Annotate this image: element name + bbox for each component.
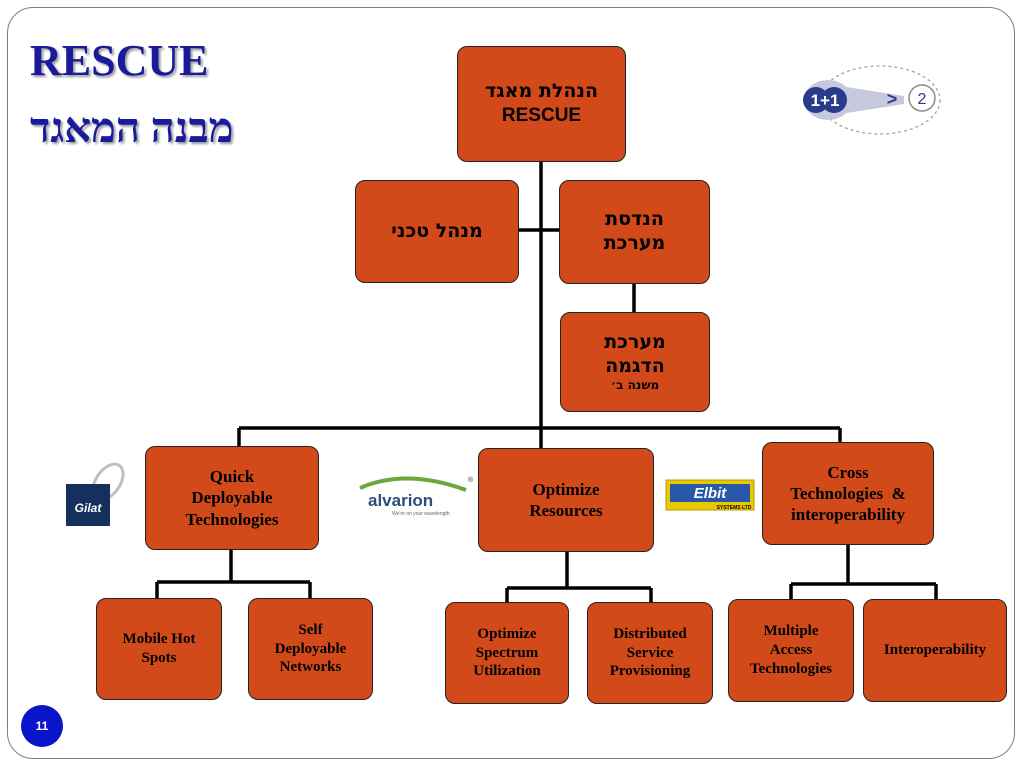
branch-label-line: Optimize — [532, 479, 600, 499]
slide-title: RESCUE — [30, 36, 209, 85]
branch-cross-technologies-box: Cross Technologies & interoperability — [762, 442, 934, 545]
leaf-label-line: Utilization — [473, 663, 541, 680]
leaf-label-line: Self — [298, 621, 323, 638]
demo-system-line1: מערכת — [604, 330, 666, 353]
synergy-left-text: 1+1 — [811, 91, 840, 110]
demo-system-box: מערכת הדגמה משנה ב׳ — [560, 312, 710, 412]
leaf-label-line: Spectrum — [475, 644, 539, 661]
demo-system-sub: משנה ב׳ — [610, 378, 660, 393]
leaf-distributed-service-box: Distributed Service Provisioning — [587, 602, 713, 704]
technical-manager-label: מנהל טכני — [391, 219, 483, 242]
leaf-label-line: Access — [769, 642, 813, 659]
leaf-optimize-spectrum-box: Optimize Spectrum Utilization — [445, 602, 569, 704]
elbit-logo: Elbit SYSTEMS LTD — [664, 476, 758, 521]
leaf-interoperability-box: Interoperability — [863, 599, 1007, 702]
leaf-label-line: Spots — [141, 650, 177, 666]
leaf-label-line: Multiple — [763, 623, 819, 640]
branch-label-line: Technologies — [185, 509, 279, 529]
leaf-label-line: Technologies — [750, 660, 832, 677]
branch-quick-deployable-box: Quick Deployable Technologies — [145, 446, 319, 550]
branch-label-line: Deployable — [191, 488, 273, 508]
leaf-label-line: Mobile Hot — [122, 631, 196, 648]
alvarion-tagline: We're on your wavelength. — [392, 511, 451, 517]
consortium-management-box: הנהלת מאגד RESCUE — [457, 46, 626, 162]
slide-subtitle-hebrew: מבנה המאגד — [30, 106, 234, 152]
technical-manager-box: מנהל טכני — [355, 180, 519, 283]
alvarion-logo-text: alvarion — [368, 491, 433, 510]
system-engineering-line1: הנדסת — [605, 208, 664, 231]
leaf-mobile-hot-spots-box: Mobile Hot Spots — [96, 598, 222, 700]
system-engineering-line2: מערכת — [603, 232, 666, 254]
page-number-badge: 11 — [21, 705, 63, 747]
gilat-logo: Gilat — [64, 462, 134, 533]
leaf-multiple-access-box: Multiple Access Technologies — [728, 599, 854, 702]
system-engineering-box: הנדסת מערכת — [559, 180, 710, 284]
elbit-logo-text: Elbit — [694, 485, 728, 502]
leaf-label-line: Optimize — [477, 625, 537, 642]
branch-label-line: interoperability — [791, 505, 905, 525]
leaf-self-deployable-networks-box: Self Deployable Networks — [248, 598, 373, 700]
consortium-name-label: RESCUE — [501, 105, 582, 126]
alvarion-registered-mark: ® — [468, 476, 474, 484]
synergy-right-text: 2 — [918, 91, 927, 108]
leaf-label-line: Distributed — [613, 625, 687, 642]
consortium-management-label: הנהלת מאגד — [484, 80, 599, 103]
branch-label-line: Cross — [827, 462, 869, 482]
slide-frame — [7, 7, 1015, 759]
synergy-gt-text: > — [887, 89, 898, 109]
leaf-label-line: Service — [626, 644, 674, 661]
leaf-label-line: Networks — [279, 659, 342, 676]
gilat-logo-text: Gilat — [75, 501, 103, 515]
leaf-label-line: Interoperability — [883, 642, 987, 659]
alvarion-logo: ® alvarion We're on your wavelength. — [356, 470, 476, 525]
branch-label-line: Technologies & — [790, 483, 906, 503]
leaf-label-line: Deployable — [274, 640, 347, 657]
branch-label-line: Resources — [529, 501, 603, 520]
leaf-label-line: Provisioning — [609, 663, 691, 680]
demo-system-line2: הדגמה — [605, 354, 665, 377]
elbit-logo-sub: SYSTEMS LTD — [717, 505, 752, 511]
branch-optimize-resources-box: Optimize Resources — [478, 448, 654, 552]
synergy-logo: 1+1 > 2 — [800, 60, 950, 145]
branch-label-line: Quick — [209, 467, 255, 487]
